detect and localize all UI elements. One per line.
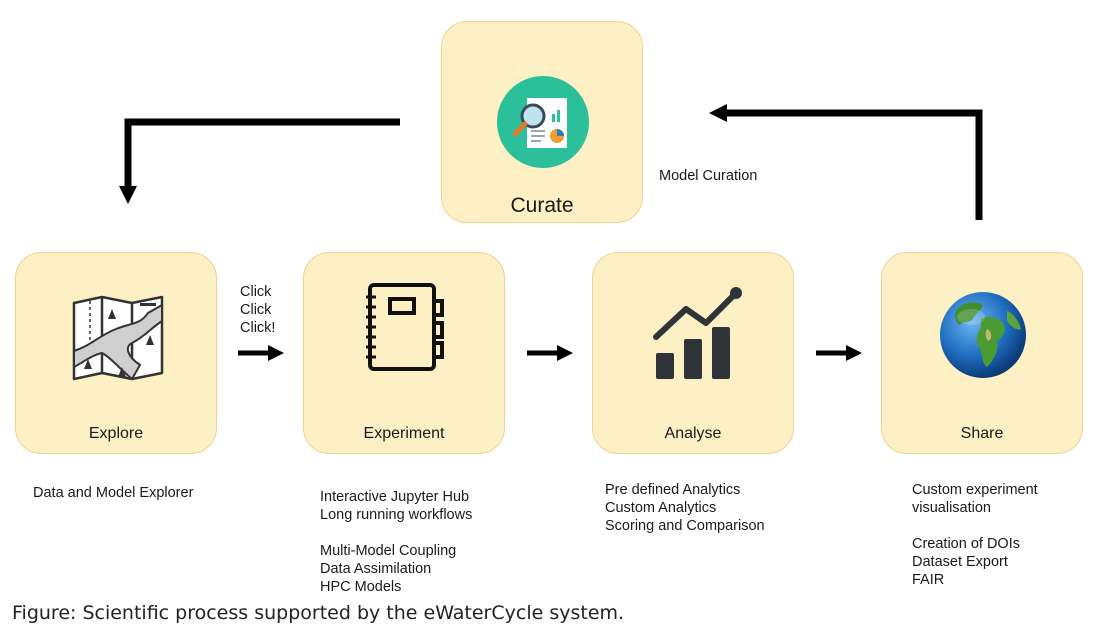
explore-card: Explore [15, 252, 217, 454]
description-line: Long running workflows [320, 507, 473, 523]
description-line: visualisation [912, 500, 991, 516]
analyse-description: Pre defined Analytics Custom Analytics S… [605, 481, 765, 535]
description-line: FAIR [912, 572, 945, 588]
model-curation-note: Model Curation [659, 168, 758, 184]
description-gap [320, 524, 472, 542]
curate-label: Curate [510, 194, 574, 217]
description-line: Data Assimilation [320, 561, 432, 577]
description-line: Pre defined Analytics [605, 482, 741, 498]
analyse-label: Analyse [664, 425, 722, 442]
description-gap [912, 517, 1038, 535]
description-line: Creation of DOIs [912, 536, 1020, 552]
figure-caption: Figure: Scientific process supported by … [12, 602, 625, 624]
click-text: Click Click Click! [240, 283, 275, 337]
arrow-curate-to-explore [119, 118, 400, 204]
share-label: Share [960, 425, 1004, 442]
arrow-explore-to-experiment [238, 345, 284, 361]
description-line: Custom experiment [912, 482, 1038, 498]
share-card: Share [881, 252, 1083, 454]
click-line: Click! [240, 320, 276, 336]
explore-description: Data and Model Explorer [33, 484, 193, 502]
map-icon [72, 295, 164, 381]
description-line: Multi-Model Coupling [320, 543, 457, 559]
click-line: Click [240, 302, 272, 318]
notebook-icon [366, 283, 444, 371]
experiment-card: Experiment [303, 252, 505, 454]
description-line: Dataset Export [912, 554, 1008, 570]
description-line: HPC Models [320, 579, 402, 595]
globe-icon [940, 292, 1026, 378]
experiment-label: Experiment [363, 425, 445, 442]
description-line: Data and Model Explorer [33, 485, 194, 501]
click-line: Click [240, 284, 272, 300]
description-line: Custom Analytics [605, 500, 717, 516]
share-description: Custom experiment visualisation Creation… [912, 481, 1038, 589]
arrow-share-to-curate [709, 104, 983, 220]
curation-report-icon [497, 76, 589, 168]
arrow-analyse-to-share [816, 345, 862, 361]
arrow-experiment-to-analyse [527, 345, 573, 361]
curate-card: Curate [441, 21, 643, 223]
description-line: Interactive Jupyter Hub [320, 489, 470, 505]
experiment-description: Interactive Jupyter Hub Long running wor… [320, 488, 472, 596]
bar-chart-trend-icon [653, 287, 742, 379]
analyse-card: Analyse [592, 252, 794, 454]
description-line: Scoring and Comparison [605, 518, 765, 534]
explore-label: Explore [88, 425, 144, 442]
